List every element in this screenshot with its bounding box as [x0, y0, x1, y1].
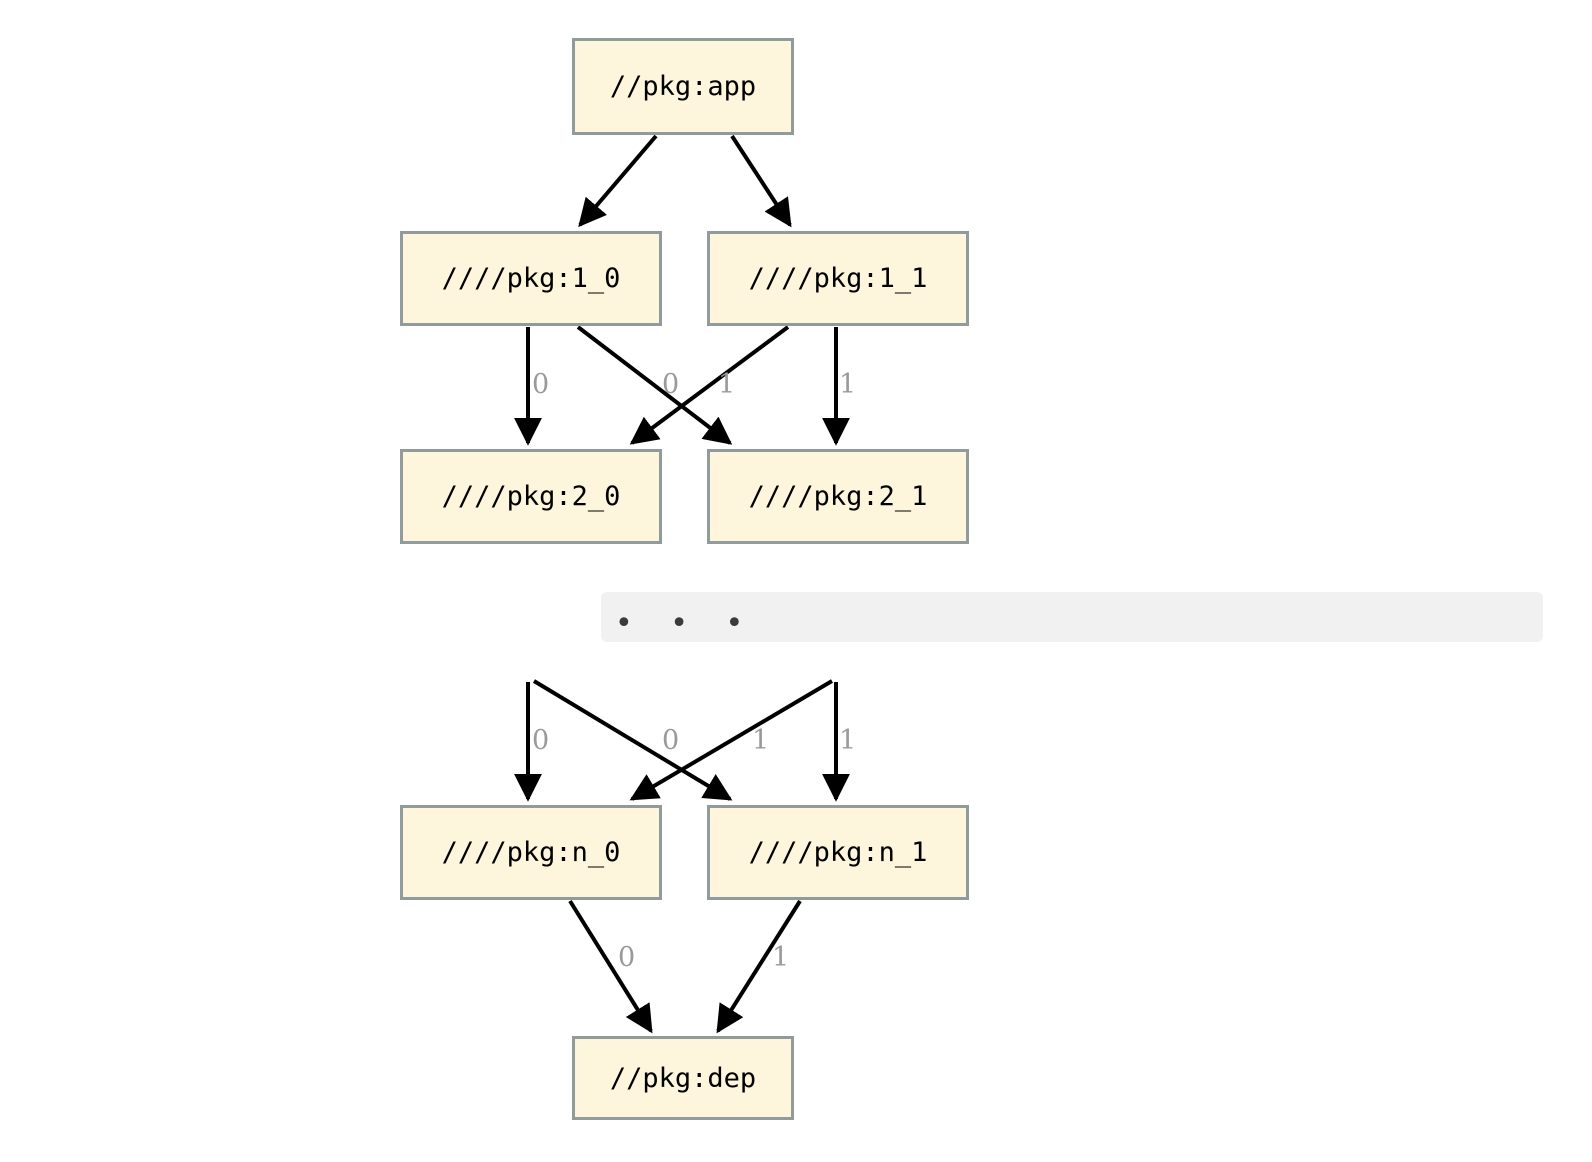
node-pkg-1_1[interactable]: ////pkg:1_1	[707, 231, 969, 326]
edge-above-to-n_0-cross	[629, 679, 834, 801]
edge-label-1_0-to-2_0: 0	[532, 369, 550, 400]
node-pkg-2_1[interactable]: ////pkg:2_1	[707, 449, 969, 544]
node-pkg-app[interactable]: //pkg:app	[572, 38, 794, 135]
ellipsis-dots: • • •	[615, 606, 758, 641]
edge-app-to-1_1	[730, 134, 792, 228]
edge-n_1-to-dep	[716, 899, 802, 1034]
edge-label-above-to-n_1: 1	[839, 725, 857, 756]
edge-label-above-to-n_0-cross: 1	[752, 725, 770, 756]
edge-label-1_1-to-2_0: 1	[718, 369, 736, 400]
edge-label-above-to-n_0: 0	[532, 725, 550, 756]
node-pkg-n_0[interactable]: ////pkg:n_0	[400, 805, 662, 900]
edge-label-n_1-to-dep: 1	[772, 942, 790, 973]
node-label: //pkg:app	[609, 71, 757, 102]
edge-label-n_0-to-dep: 0	[618, 942, 636, 973]
node-pkg-2_0[interactable]: ////pkg:2_0	[400, 449, 662, 544]
node-pkg-dep[interactable]: //pkg:dep	[572, 1036, 794, 1120]
node-label: ////pkg:n_1	[748, 837, 928, 868]
node-pkg-1_0[interactable]: ////pkg:1_0	[400, 231, 662, 326]
node-label: //pkg:dep	[609, 1062, 757, 1094]
edge-above-to-n_1-cross	[532, 679, 733, 801]
ellipsis-separator-band: • • •	[601, 592, 1543, 642]
edge-n_0-to-dep	[568, 899, 653, 1034]
node-label: ////pkg:1_1	[748, 263, 928, 294]
node-label: ////pkg:2_0	[441, 481, 621, 512]
edge-1_0-to-2_1	[576, 325, 733, 445]
edge-app-to-1_0	[578, 134, 658, 228]
edge-1_1-to-2_0	[629, 325, 790, 445]
edge-label-1_0-to-2_1: 0	[662, 369, 680, 400]
node-pkg-n_1[interactable]: ////pkg:n_1	[707, 805, 969, 900]
node-label: ////pkg:1_0	[441, 263, 621, 294]
edge-label-1_1-to-2_1: 1	[839, 369, 857, 400]
node-label: ////pkg:n_0	[441, 837, 621, 868]
edge-label-above-to-n_1-cross: 0	[662, 725, 680, 756]
node-label: ////pkg:2_1	[748, 481, 928, 512]
